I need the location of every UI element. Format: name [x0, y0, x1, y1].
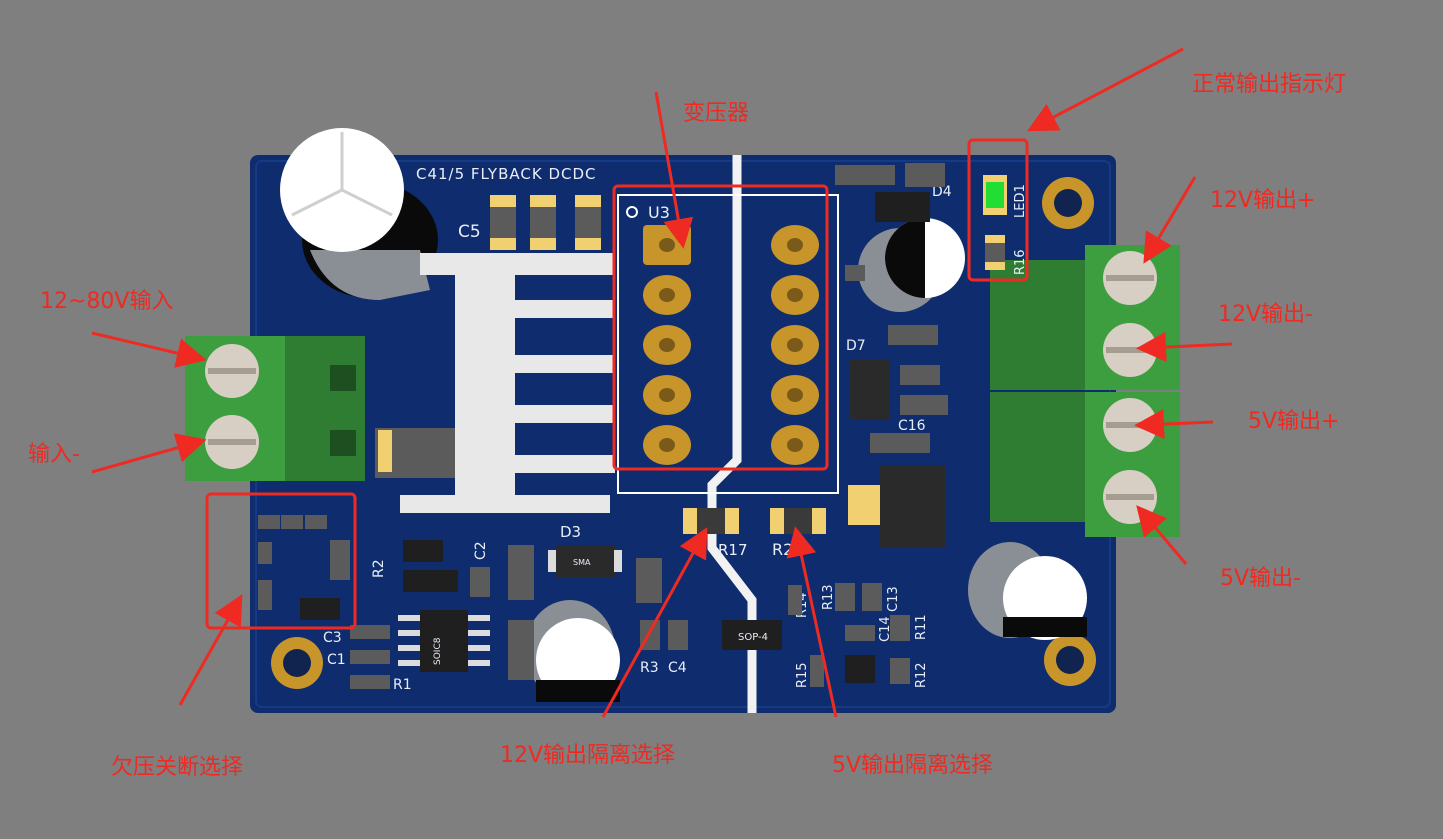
- silk-sop4: SOP-4: [738, 632, 768, 643]
- arrow-out12-pos: [1143, 176, 1197, 264]
- smd-capacitor-row: [490, 195, 601, 250]
- silk-r3: R3: [640, 660, 659, 676]
- soic8-chip-icon: [398, 610, 490, 672]
- silk-c5: C5: [458, 222, 481, 242]
- transformer-outline: [617, 194, 839, 494]
- label-transformer: 变压器: [683, 101, 750, 126]
- arrow-transformer: [654, 91, 694, 249]
- mounting-hole-icon: [271, 637, 323, 689]
- silk-d7: D7: [846, 338, 866, 354]
- mounting-hole-icon: [1042, 177, 1094, 229]
- silk-r17: R17: [718, 541, 748, 559]
- silk-d3: D3: [560, 523, 581, 541]
- arrow-iso5: [786, 526, 838, 718]
- label-uvlo: 欠压关断选择: [111, 755, 244, 780]
- electrolytic-capacitor-icon: [858, 218, 965, 312]
- resistor-r17: [683, 508, 739, 534]
- silk-soic8: SOIC8: [433, 637, 443, 665]
- label-out12-pos: 12V输出+: [1210, 188, 1316, 213]
- silk-r13: R13: [821, 584, 836, 610]
- label-led-indicator: 正常输出指示灯: [1192, 72, 1347, 97]
- mounting-hole-icon: [1044, 634, 1096, 686]
- silk-c16: C16: [898, 418, 926, 434]
- silk-c13: C13: [886, 586, 901, 612]
- input-terminal-block: [185, 336, 365, 481]
- silk-sma: SMA: [573, 558, 591, 567]
- label-out12-neg: 12V输出-: [1218, 302, 1313, 327]
- board-title: C41/5 FLYBACK DCDC: [416, 165, 597, 183]
- label-input-pos: 12~80V输入: [40, 289, 174, 314]
- electrolytic-capacitor-icon: [968, 542, 1087, 640]
- silk-r15: R15: [795, 662, 810, 688]
- silk-led1: LED1: [1013, 184, 1028, 218]
- silk-u3: U3: [648, 203, 670, 222]
- arrow-uvlo: [178, 594, 243, 706]
- label-iso12: 12V输出隔离选择: [500, 743, 676, 768]
- arrow-out12-neg: [1136, 332, 1233, 363]
- arrow-out5-pos: [1134, 409, 1214, 440]
- resistor-r23: [770, 508, 826, 534]
- silk-c3: C3: [323, 630, 342, 646]
- smd-components: [258, 163, 948, 689]
- silk-d4: D4: [932, 184, 952, 200]
- output-terminal-block-5v: [990, 392, 1180, 537]
- heatsink: [375, 253, 615, 513]
- highlight-uvlo: [205, 492, 357, 630]
- silk-r12: R12: [914, 662, 929, 688]
- output-terminal-block-12v: [990, 245, 1180, 390]
- label-out5-neg: 5V输出-: [1220, 566, 1301, 591]
- highlight-led: [967, 138, 1029, 282]
- electrolytic-capacitor-icon: [280, 128, 438, 300]
- silk-c4: C4: [668, 660, 687, 676]
- arrow-out5-neg: [1136, 505, 1188, 565]
- arrow-led: [1027, 47, 1184, 132]
- sop4-chip-icon: [722, 620, 782, 650]
- arrow-iso12: [601, 527, 708, 718]
- silk-r1: R1: [393, 677, 412, 693]
- highlight-transformer: [612, 184, 829, 471]
- arrow-input-neg: [91, 433, 207, 474]
- regulator-icon: [880, 465, 945, 547]
- label-iso5: 5V输出隔离选择: [832, 753, 994, 778]
- led-indicator-icon: [983, 175, 1007, 270]
- silk-c2: C2: [473, 541, 489, 560]
- silk-r11: R11: [914, 614, 929, 640]
- silk-c1: C1: [327, 652, 346, 668]
- label-input-neg: 输入-: [28, 442, 80, 467]
- arrow-input-pos: [91, 331, 207, 368]
- silk-r2: R2: [371, 559, 387, 578]
- electrolytic-capacitor-icon: [525, 600, 620, 702]
- silk-r16: R16: [1013, 249, 1028, 275]
- label-out5-pos: 5V输出+: [1248, 409, 1340, 434]
- silk-c14: C14: [878, 616, 893, 642]
